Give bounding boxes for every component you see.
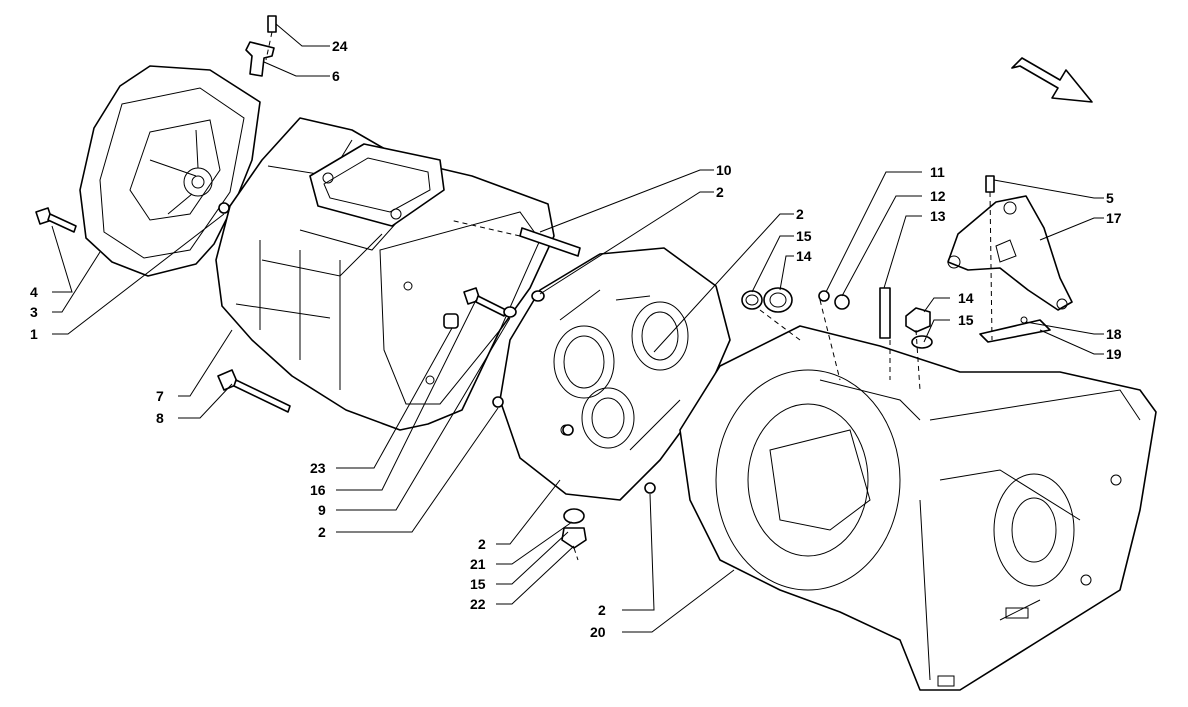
callout-3: 3 xyxy=(30,304,38,320)
callout-13: 13 xyxy=(930,208,946,224)
washer-part-9 xyxy=(503,306,517,318)
callout-9: 9 xyxy=(318,502,326,518)
callout-2-c: 2 xyxy=(318,524,326,540)
callout-15-a: 15 xyxy=(796,228,812,244)
callout-14-b: 14 xyxy=(958,290,974,306)
callout-24: 24 xyxy=(332,38,348,54)
plug-part-22 xyxy=(561,527,587,549)
callout-19: 19 xyxy=(1106,346,1122,362)
callout-2-b: 2 xyxy=(796,206,804,222)
callout-16: 16 xyxy=(310,482,326,498)
oring-part-15 xyxy=(741,290,763,310)
callout-15-c: 15 xyxy=(470,576,486,592)
oring-part-2-b xyxy=(562,424,574,436)
callout-7: 7 xyxy=(156,388,164,404)
callout-labels: 24 6 4 3 1 7 8 10 2 2 15 14 11 12 13 5 1… xyxy=(30,38,1122,640)
callout-6: 6 xyxy=(332,68,340,84)
oring-part-3 xyxy=(218,202,230,214)
direction-arrow-icon xyxy=(1011,57,1093,103)
callout-11: 11 xyxy=(930,164,945,180)
dowel-part-23 xyxy=(443,313,459,329)
oring-part-15-right xyxy=(911,335,933,349)
bell-housing-part-20 xyxy=(679,325,1157,691)
callout-8: 8 xyxy=(156,410,164,426)
callout-17: 17 xyxy=(1106,210,1122,226)
stud-part-10 xyxy=(519,227,581,257)
callout-2-d: 2 xyxy=(478,536,486,552)
nut-part-12 xyxy=(834,294,850,310)
bolt-part-4 xyxy=(35,207,77,233)
bracket-part-17 xyxy=(947,195,1073,311)
oring-part-2-c xyxy=(492,396,504,408)
callout-2-a: 2 xyxy=(716,184,724,200)
sensor-part-6 xyxy=(245,15,277,77)
plug-part-14-right xyxy=(905,307,931,333)
plug-part-21 xyxy=(563,508,585,524)
callout-15-b: 15 xyxy=(958,312,974,328)
rear-cover-part-1 xyxy=(79,65,261,277)
stud-part-13 xyxy=(879,287,891,339)
nut-part-11 xyxy=(818,290,830,302)
callout-23: 23 xyxy=(310,460,326,476)
callout-2-e: 2 xyxy=(598,602,606,618)
callout-12: 12 xyxy=(930,188,946,204)
assembly-lines xyxy=(265,31,993,561)
callout-18: 18 xyxy=(1106,326,1122,342)
plate-part-18 xyxy=(979,316,1051,343)
callout-10: 10 xyxy=(716,162,732,178)
long-bolt-part-8 xyxy=(217,369,291,413)
leader-lines xyxy=(51,23,1104,633)
callout-20: 20 xyxy=(590,624,606,640)
callout-14-a: 14 xyxy=(796,248,812,264)
callout-5: 5 xyxy=(1106,190,1114,206)
callout-4: 4 xyxy=(30,284,38,300)
callout-1: 1 xyxy=(30,326,38,342)
gearbox-casing-part-7 xyxy=(215,117,555,431)
screw-part-5 xyxy=(985,175,995,193)
oring-part-2-d xyxy=(644,482,656,494)
callout-21: 21 xyxy=(470,556,486,572)
callout-22: 22 xyxy=(470,596,486,612)
plug-part-14 xyxy=(763,287,793,313)
